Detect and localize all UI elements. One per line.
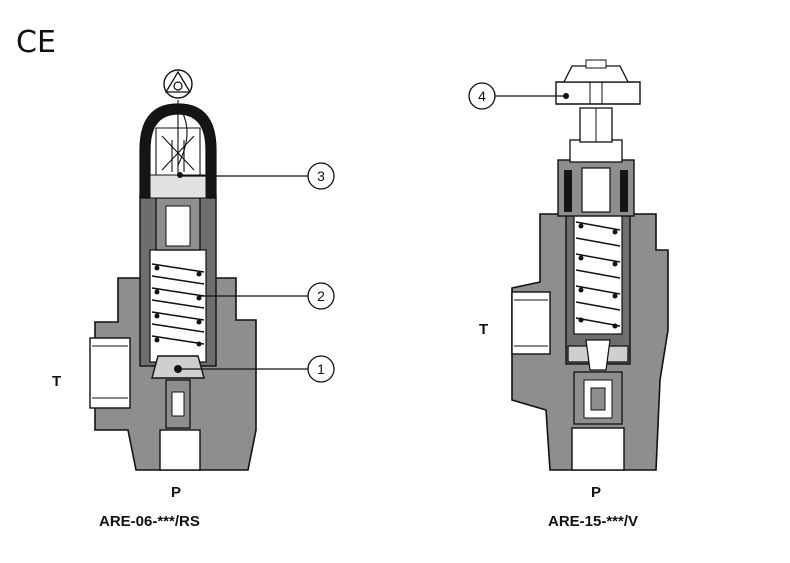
callout-4-number: 4 [478,88,486,104]
ce-mark: CE [16,25,56,60]
model-label-right: ARE-15-***/V [548,513,638,530]
callout-1-number: 1 [317,361,325,377]
valve-are-15-cross-section [511,59,669,471]
port-p-label-right: P [591,484,601,501]
callout-2-number: 2 [317,288,325,304]
callout-1: 1 [180,355,335,383]
port-t-label-left: T [52,373,61,390]
port-p-label-left: P [171,484,181,501]
callout-2: 2 [199,282,335,310]
model-label-left: ARE-06-***/RS [99,513,200,530]
callout-4: 4 [468,82,566,110]
valve-are-06-cross-section [89,69,257,471]
callout-3: 3 [182,162,335,190]
port-t-label-right: T [479,321,488,338]
callout-3-number: 3 [317,168,325,184]
